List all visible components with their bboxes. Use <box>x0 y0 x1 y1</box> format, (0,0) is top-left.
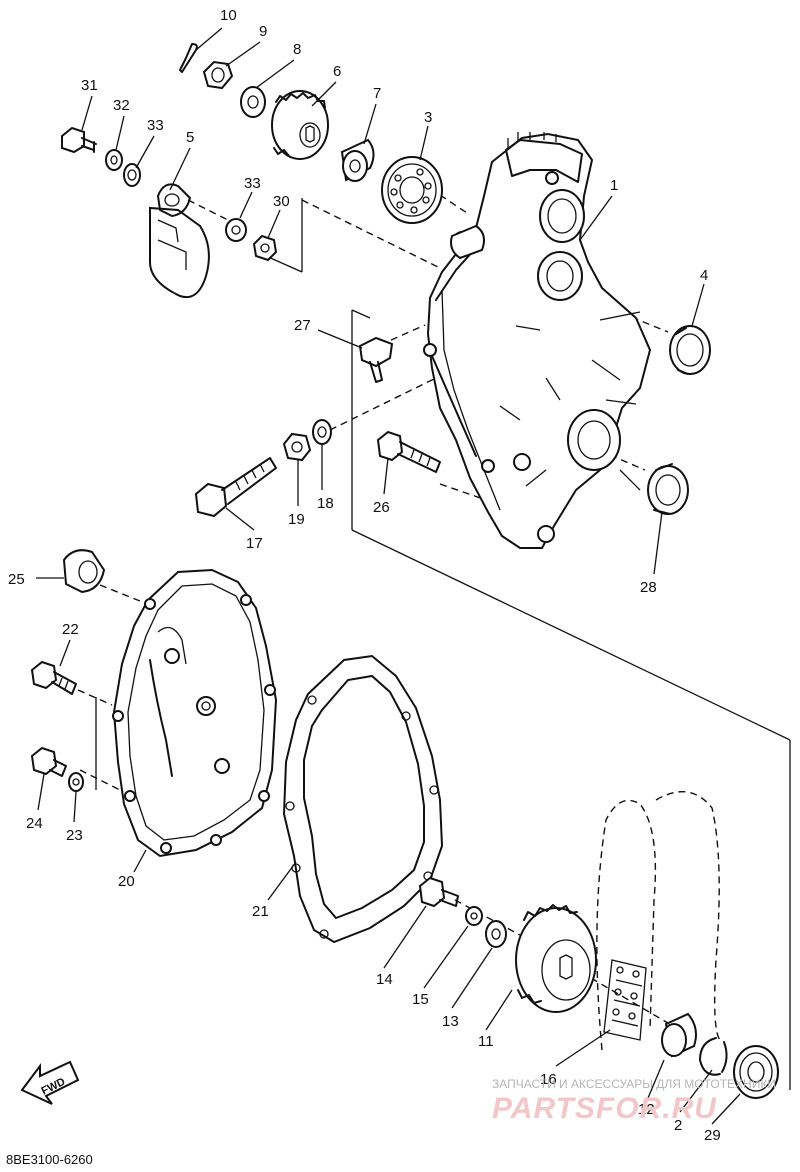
callout-27: 27 <box>294 317 311 334</box>
callout-29: 29 <box>704 1127 721 1144</box>
callout-11: 11 <box>478 1033 494 1050</box>
sprocket-6 <box>271 90 329 160</box>
washer-33-lower <box>225 218 247 242</box>
bearing-29 <box>733 1045 779 1099</box>
case-cover-1 <box>423 132 652 549</box>
washer-15 <box>465 906 483 926</box>
drive-chain-16 <box>596 791 721 1051</box>
collar-12 <box>661 1012 697 1058</box>
callout-31: 31 <box>81 77 98 94</box>
washer-33-upper <box>123 163 141 187</box>
nut-19 <box>282 432 312 462</box>
callout-10: 10 <box>220 7 237 24</box>
callout-3: 3 <box>424 109 432 126</box>
sprocket-11 <box>515 904 597 1013</box>
watermark-caption: ЗАПЧАСТИ И АКСЕССУАРЫ ДЛЯ МОТОТЕХНИКИ <box>492 1077 776 1091</box>
callout-14: 14 <box>376 971 393 988</box>
callout-8: 8 <box>293 41 301 58</box>
bolt-22 <box>30 660 77 695</box>
callout-33-lower: 33 <box>244 175 261 192</box>
callout-26: 26 <box>373 499 390 516</box>
bolt-31 <box>61 126 97 154</box>
washer-13 <box>485 920 507 948</box>
washer-23 <box>68 772 84 792</box>
callout-4: 4 <box>700 267 708 284</box>
collar-7 <box>340 138 375 182</box>
callout-15: 15 <box>412 991 429 1008</box>
callout-17: 17 <box>246 535 263 552</box>
circlip-2 <box>699 1037 728 1076</box>
chain-tensioner-5 <box>149 183 210 298</box>
callout-22: 22 <box>62 621 79 638</box>
watermark-brand: PARTSFOR.RU <box>492 1092 717 1125</box>
part-code: 8BE3100-6260 <box>6 1152 93 1167</box>
callout-13: 13 <box>442 1013 459 1030</box>
gasket-21 <box>282 654 444 944</box>
callout-5: 5 <box>186 129 194 146</box>
callout-32: 32 <box>113 97 130 114</box>
callout-24: 24 <box>26 815 43 832</box>
callout-9: 9 <box>259 23 267 40</box>
callout-numbers: 10 9 8 6 7 3 31 32 33 5 33 30 1 4 27 19 … <box>8 7 721 1144</box>
forward-arrow-icon: FWD <box>20 1060 80 1105</box>
bolt-17 <box>194 457 277 518</box>
callout-23: 23 <box>66 827 83 844</box>
watermark: ЗАПЧАСТИ И АКСЕССУАРЫ ДЛЯ МОТОТЕХНИКИ PA… <box>492 1077 776 1125</box>
cap-25 <box>62 549 106 594</box>
bolt-14 <box>418 876 459 908</box>
callout-leaders <box>36 27 741 1125</box>
washer-8 <box>240 86 266 118</box>
oil-seal-4 <box>669 325 711 375</box>
bearing-3 <box>381 156 443 224</box>
callout-2: 2 <box>674 1117 682 1134</box>
split-pin-10 <box>179 43 198 73</box>
oil-seal-28 <box>647 463 689 515</box>
callout-28: 28 <box>640 579 657 596</box>
callout-18: 18 <box>317 495 334 512</box>
washer-32 <box>105 149 123 171</box>
washer-18 <box>312 419 332 445</box>
callout-33-upper: 33 <box>147 117 164 134</box>
callout-20: 20 <box>118 873 135 890</box>
bolt-24 <box>30 746 67 777</box>
callout-16: 16 <box>540 1071 557 1088</box>
callout-12: 12 <box>638 1101 655 1118</box>
callout-1: 1 <box>610 177 618 194</box>
bolt-26 <box>376 430 441 473</box>
cover-plate-20 <box>112 568 278 858</box>
nut-30 <box>252 234 278 262</box>
callout-6: 6 <box>333 63 341 80</box>
callout-21: 21 <box>252 903 269 920</box>
callout-7: 7 <box>373 85 381 102</box>
grease-nipple-27 <box>358 336 394 383</box>
callout-25: 25 <box>8 571 25 588</box>
nut-9 <box>202 60 234 90</box>
callout-30: 30 <box>273 193 290 210</box>
callout-19: 19 <box>288 511 305 528</box>
